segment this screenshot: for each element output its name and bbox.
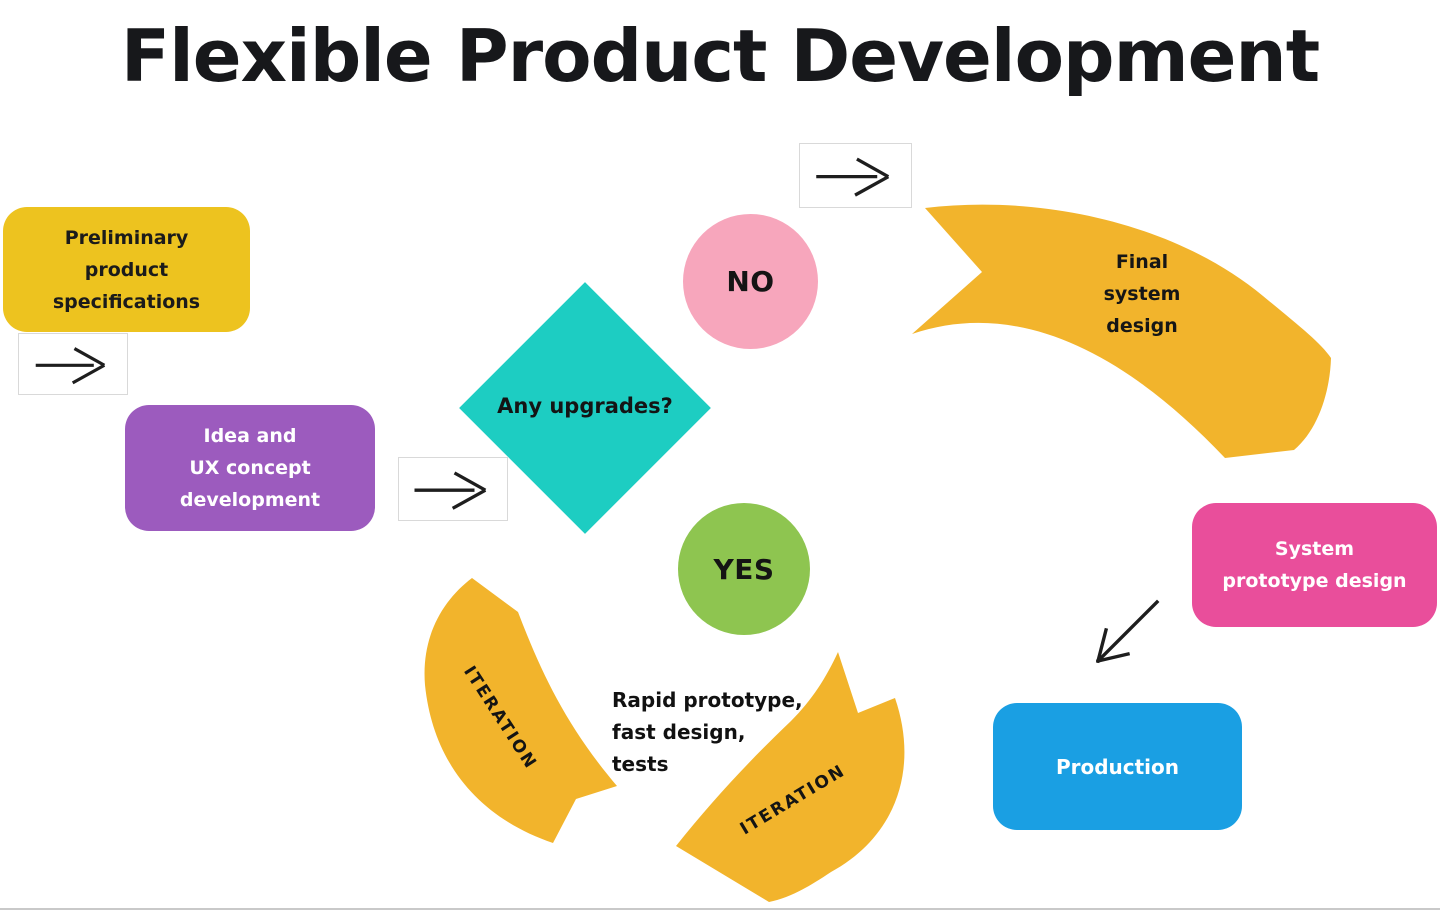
down-left-arrow-icon (1095, 599, 1160, 664)
bottom-edge-line (0, 908, 1440, 910)
node-label-line: system (1103, 283, 1181, 305)
flow-arrow-box-1 (18, 333, 128, 395)
node-label-line: Idea and (203, 425, 297, 447)
right-arrow-icon (414, 471, 487, 510)
node-preliminary-product-specifications: Preliminary product specifications (3, 207, 250, 332)
yes-label: YES (713, 552, 775, 586)
iteration-label-left: ITERATION (459, 662, 541, 774)
node-label-line: design (1106, 315, 1178, 337)
node-label-line: tests (612, 752, 669, 776)
no-label: NO (726, 265, 775, 298)
node-label-line: Final (1115, 251, 1169, 273)
final-system-design-label: Final system design (1042, 246, 1242, 342)
rapid-prototype-label: Rapid prototype, fast design, tests (612, 684, 872, 780)
node-label-line: prototype design (1222, 570, 1407, 592)
decision-diamond-label: Any upgrades? (497, 394, 673, 418)
node-label-line: product (84, 258, 169, 281)
node-label-line: Preliminary (64, 226, 189, 249)
node-label-line: System (1274, 538, 1355, 560)
node-label-line: UX concept (189, 457, 311, 479)
right-arrow-icon (816, 157, 890, 197)
flow-arrow-box-3 (799, 143, 912, 208)
node-production: Production (993, 703, 1242, 830)
node-label-line: development (179, 489, 321, 511)
node-label-line: Rapid prototype, (612, 688, 803, 712)
node-label-line: Production (1055, 754, 1180, 779)
node-idea-ux-concept-development: Idea and UX concept development (125, 405, 375, 531)
iteration-ribbon-left (424, 578, 617, 843)
node-label-line: fast design, (612, 720, 746, 744)
node-system-prototype-design: System prototype design (1192, 503, 1437, 627)
no-branch-circle: NO (683, 214, 818, 349)
flow-arrow-box-2 (398, 457, 508, 521)
right-arrow-icon (36, 346, 106, 384)
page-title: Flexible Product Development (120, 14, 1320, 98)
node-label-line: specifications (52, 290, 201, 313)
yes-branch-circle: YES (678, 503, 810, 635)
